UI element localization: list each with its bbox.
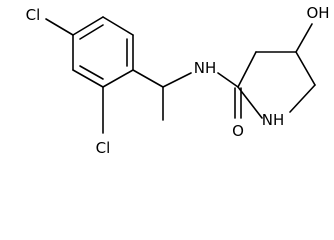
hydroxyl-label: OH xyxy=(306,4,329,22)
ring-to-ch-bond xyxy=(132,69,164,88)
ring-bond xyxy=(237,51,257,88)
ring-bond xyxy=(72,69,104,88)
ring-bond xyxy=(237,86,263,119)
chemical-structure-diagram: Cl Cl NH O NH OH xyxy=(26,4,330,157)
ring-nh-label: NH xyxy=(262,111,285,129)
ring-bond xyxy=(102,16,134,36)
ch-nh-bond xyxy=(162,72,192,88)
ring-double-bond xyxy=(79,65,104,80)
chlorine-top-label: Cl xyxy=(26,6,41,24)
pyrrolidine-ring xyxy=(237,51,316,119)
ring-bond xyxy=(295,51,316,86)
amide-nh-label: NH xyxy=(194,59,217,77)
carbonyl-oxygen-label: O xyxy=(232,122,244,140)
dichlorophenyl-ring xyxy=(72,16,134,88)
ring-bond xyxy=(102,69,134,88)
c-oh-bond xyxy=(295,23,313,53)
chlorine-bottom-label: Cl xyxy=(96,139,111,157)
ring-bond xyxy=(72,16,104,36)
nh-carbonyl-bond xyxy=(217,72,239,88)
ring-double-bond xyxy=(79,24,104,40)
ring-bond xyxy=(289,84,316,113)
c-cl-bond xyxy=(45,18,74,36)
